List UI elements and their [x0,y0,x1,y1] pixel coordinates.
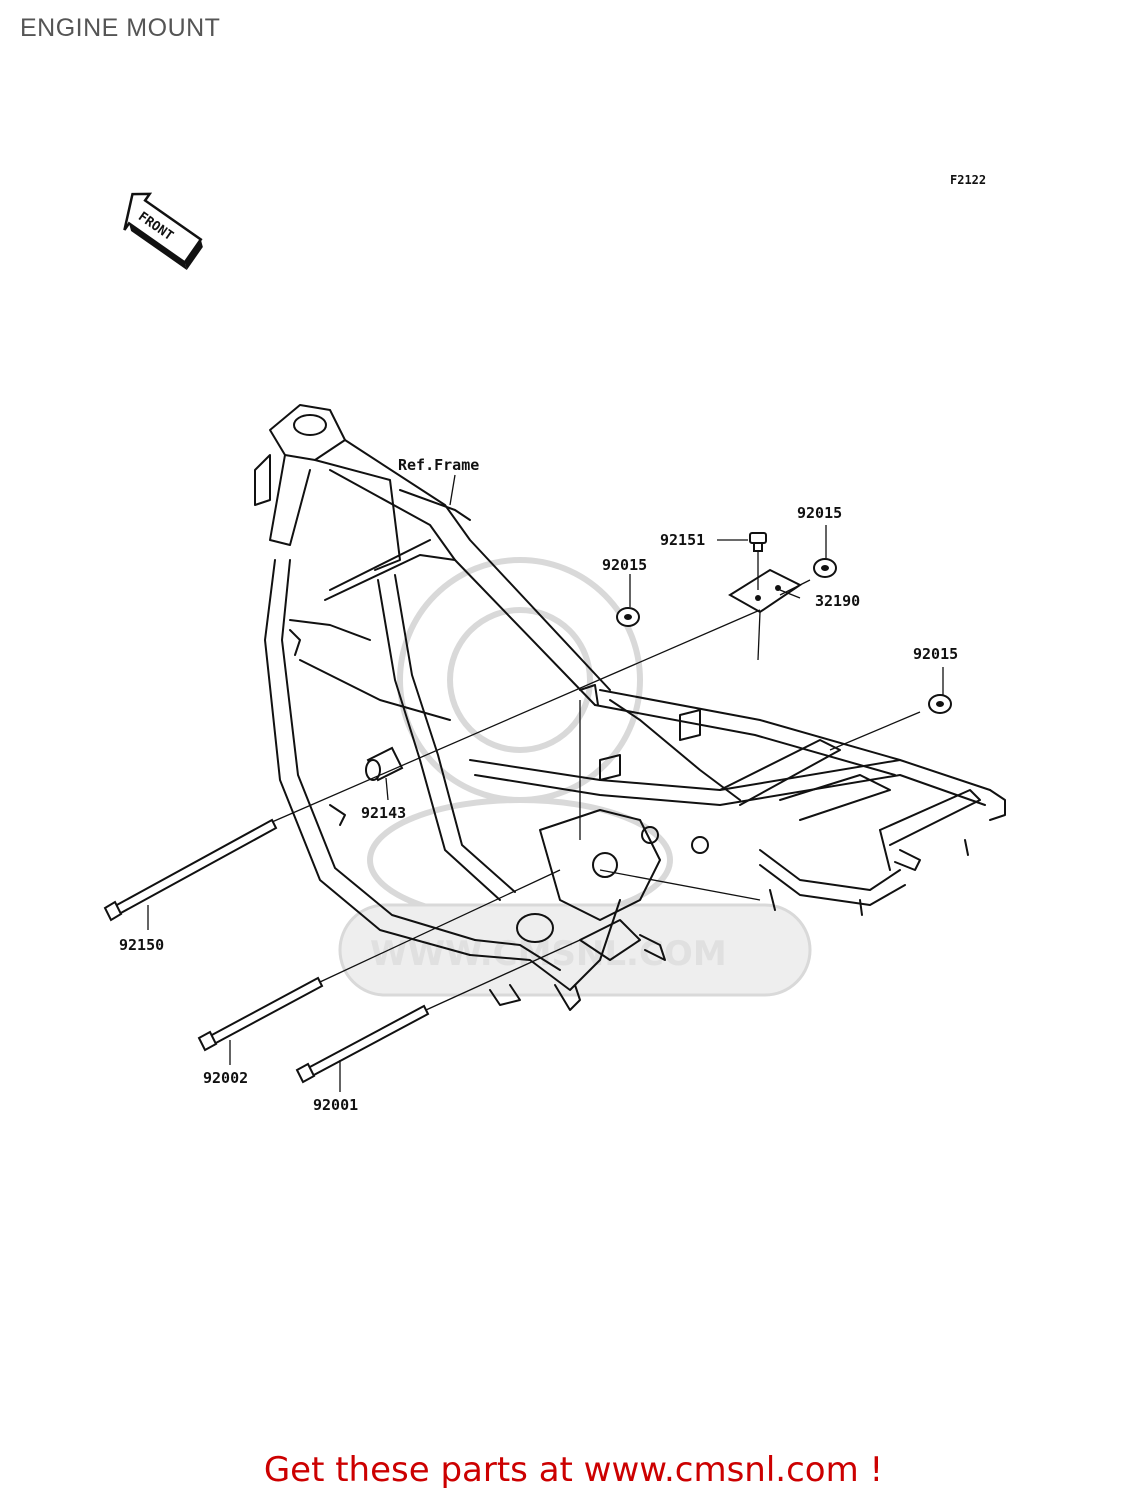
watermark-logo: WWW.CMSNL.COM [338,557,812,997]
bolt-92151[interactable] [749,532,767,552]
leader-lines [147,474,944,1092]
collar-92015-upper[interactable] [813,558,837,578]
part-number-label[interactable]: 92001 [313,1096,358,1114]
ref-frame-label: Ref.Frame [398,456,479,474]
part-number-label[interactable]: 92002 [203,1069,248,1087]
bracket-32190[interactable] [728,568,802,614]
bolt-92001[interactable] [295,1004,430,1084]
part-number-label[interactable]: 92150 [119,936,164,954]
bolt-92150[interactable] [103,818,278,922]
front-arrow-icon: FRONT [123,192,203,270]
bolt-92002[interactable] [197,976,324,1052]
spacer-92143[interactable] [365,746,404,782]
part-number-label[interactable]: 32190 [815,592,860,610]
figure-code: F2122 [950,173,986,187]
footer-link[interactable]: Get these parts at www.cmsnl.com ! [263,1450,884,1490]
collar-92015-middle[interactable] [616,607,640,627]
part-number-label[interactable]: 92151 [660,531,705,549]
part-number-label[interactable]: 92015 [913,645,958,663]
part-number-label[interactable]: 92143 [361,804,406,822]
part-number-label[interactable]: 92015 [602,556,647,574]
page-title: ENGINE MOUNT [20,14,221,42]
collar-92015-right[interactable] [928,694,952,714]
frame-drawing [254,404,1006,1011]
part-number-label[interactable]: 92015 [797,504,842,522]
